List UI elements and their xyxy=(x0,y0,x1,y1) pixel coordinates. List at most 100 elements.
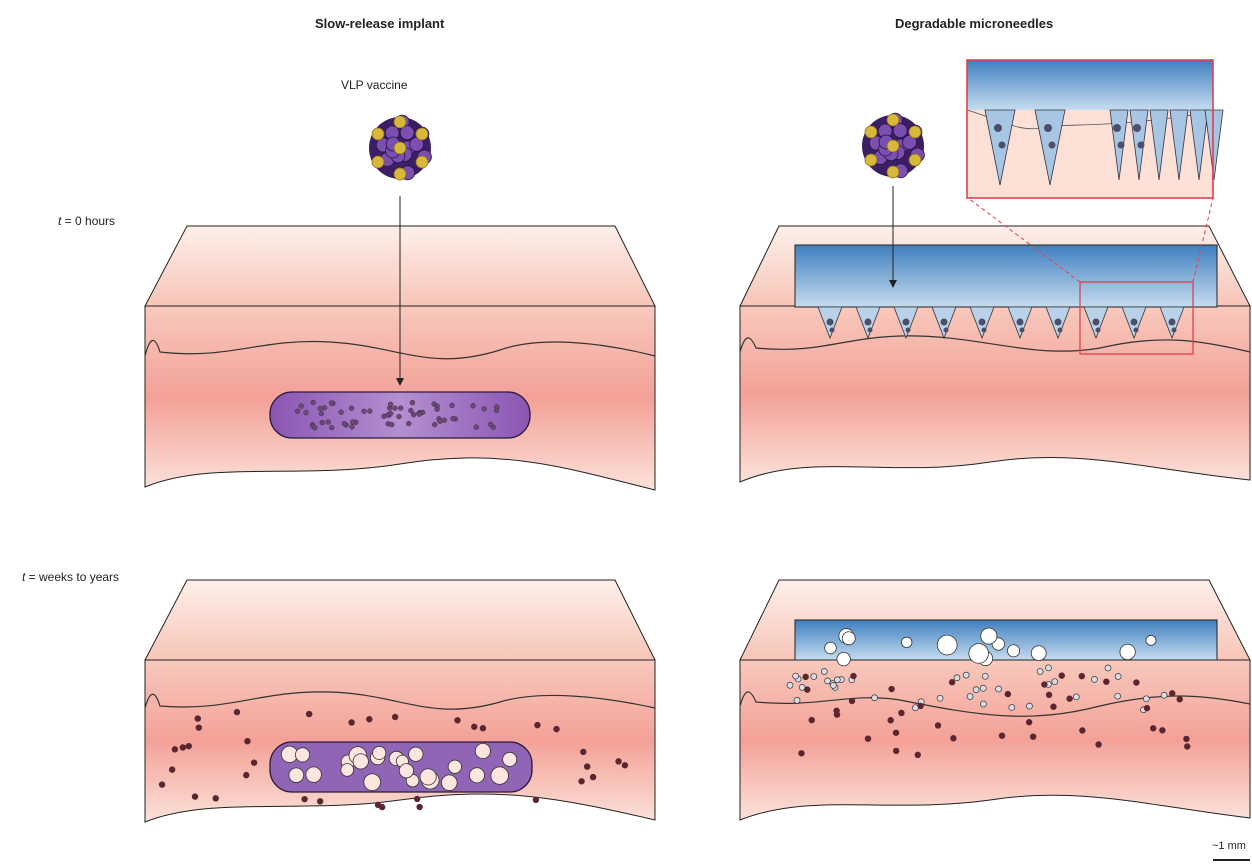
needle-particle xyxy=(1055,319,1062,326)
implant-particle xyxy=(388,411,393,416)
released-particle xyxy=(1169,690,1175,696)
needle-particle xyxy=(1017,319,1024,326)
dispersed-particle xyxy=(1026,703,1032,709)
released-particle xyxy=(1041,681,1047,687)
dispersed-particle xyxy=(1073,694,1079,700)
needle-particle xyxy=(999,142,1006,149)
released-particle xyxy=(849,698,855,704)
needle-particle xyxy=(906,328,911,333)
needle-particle xyxy=(1133,124,1141,132)
released-particle xyxy=(893,730,899,736)
implant-particle xyxy=(451,416,456,421)
needle-particle xyxy=(830,328,835,333)
dispersed-particle xyxy=(937,695,943,701)
implant-particle xyxy=(450,403,455,408)
implant-particle xyxy=(410,400,415,405)
released-particle xyxy=(590,774,596,780)
time-label-later: t = weeks to years xyxy=(22,570,119,584)
needle-particle xyxy=(1049,142,1056,149)
implant-particle xyxy=(435,407,440,412)
vlp-gold-knob xyxy=(909,126,921,138)
needle-particle xyxy=(868,328,873,333)
released-particle xyxy=(534,722,540,728)
released-particle xyxy=(1026,719,1032,725)
released-particle xyxy=(169,766,175,772)
released-particle xyxy=(834,711,840,717)
implant-particle xyxy=(474,425,479,430)
implant-particle xyxy=(388,402,393,407)
pore xyxy=(503,752,517,766)
released-particle xyxy=(317,798,323,804)
released-particle xyxy=(798,750,804,756)
pore xyxy=(491,767,509,785)
implant-particle xyxy=(432,422,437,427)
dispersed-particle xyxy=(1143,696,1149,702)
scale-label: ~1 mm xyxy=(1212,840,1246,852)
implant-particle xyxy=(397,414,402,419)
needle-particle xyxy=(994,124,1002,132)
released-particle xyxy=(949,679,955,685)
released-particle xyxy=(243,772,249,778)
implant-particle xyxy=(488,422,493,427)
released-particle xyxy=(195,715,201,721)
pore xyxy=(373,746,386,759)
dispersed-particle xyxy=(794,697,800,703)
implant-particle xyxy=(350,424,355,429)
dispersed-particle xyxy=(872,695,878,701)
skin-surface xyxy=(145,580,655,660)
released-particle xyxy=(887,717,893,723)
implant-particle xyxy=(438,419,443,424)
released-particle xyxy=(1159,727,1165,733)
dispersed-particle xyxy=(963,672,969,678)
released-particle xyxy=(615,758,621,764)
pore xyxy=(475,743,490,758)
implant-particle xyxy=(442,418,447,423)
needle-particle xyxy=(1058,328,1063,333)
pore xyxy=(364,774,381,791)
needle-particle xyxy=(1172,328,1177,333)
released-particle xyxy=(301,796,307,802)
pore xyxy=(289,768,304,783)
dispersed-particle xyxy=(1009,704,1015,710)
needle-particle xyxy=(903,319,910,326)
bubble xyxy=(981,628,997,644)
released-particle xyxy=(1150,725,1156,731)
vlp-gold-knob xyxy=(416,156,428,168)
vlp-vaccine-label: VLP vaccine xyxy=(341,78,408,92)
implant-particle xyxy=(362,409,367,414)
implant-particle xyxy=(392,406,397,411)
released-particle xyxy=(379,804,385,810)
implant-particle xyxy=(329,401,334,406)
implant-particle xyxy=(349,406,354,411)
dispersed-particle xyxy=(1046,665,1052,671)
pore xyxy=(353,754,368,769)
released-particle xyxy=(251,759,257,765)
dispersed-particle xyxy=(811,674,817,680)
dispersed-particle xyxy=(793,673,799,679)
released-particle xyxy=(172,746,178,752)
released-particle xyxy=(578,778,584,784)
bubble xyxy=(901,637,912,648)
dispersed-particle xyxy=(1115,693,1121,699)
pore xyxy=(306,767,322,783)
vlp-gold-knob xyxy=(887,114,899,126)
released-particle xyxy=(622,762,628,768)
released-particle xyxy=(180,744,186,750)
bubble xyxy=(842,632,855,645)
implant-particle xyxy=(367,409,372,414)
released-particle xyxy=(1184,743,1190,749)
released-particle xyxy=(186,743,192,749)
implant-particle xyxy=(318,406,323,411)
implant-particle xyxy=(312,425,317,430)
needle-particle xyxy=(982,328,987,333)
vlp-gold-knob xyxy=(372,156,384,168)
implant-particle xyxy=(311,400,316,405)
bubble xyxy=(1007,645,1019,657)
released-particle xyxy=(1103,678,1109,684)
implant-particle xyxy=(339,410,344,415)
dispersed-particle xyxy=(954,675,960,681)
implant-particle xyxy=(320,420,325,425)
released-particle xyxy=(915,752,921,758)
released-particle xyxy=(809,717,815,723)
